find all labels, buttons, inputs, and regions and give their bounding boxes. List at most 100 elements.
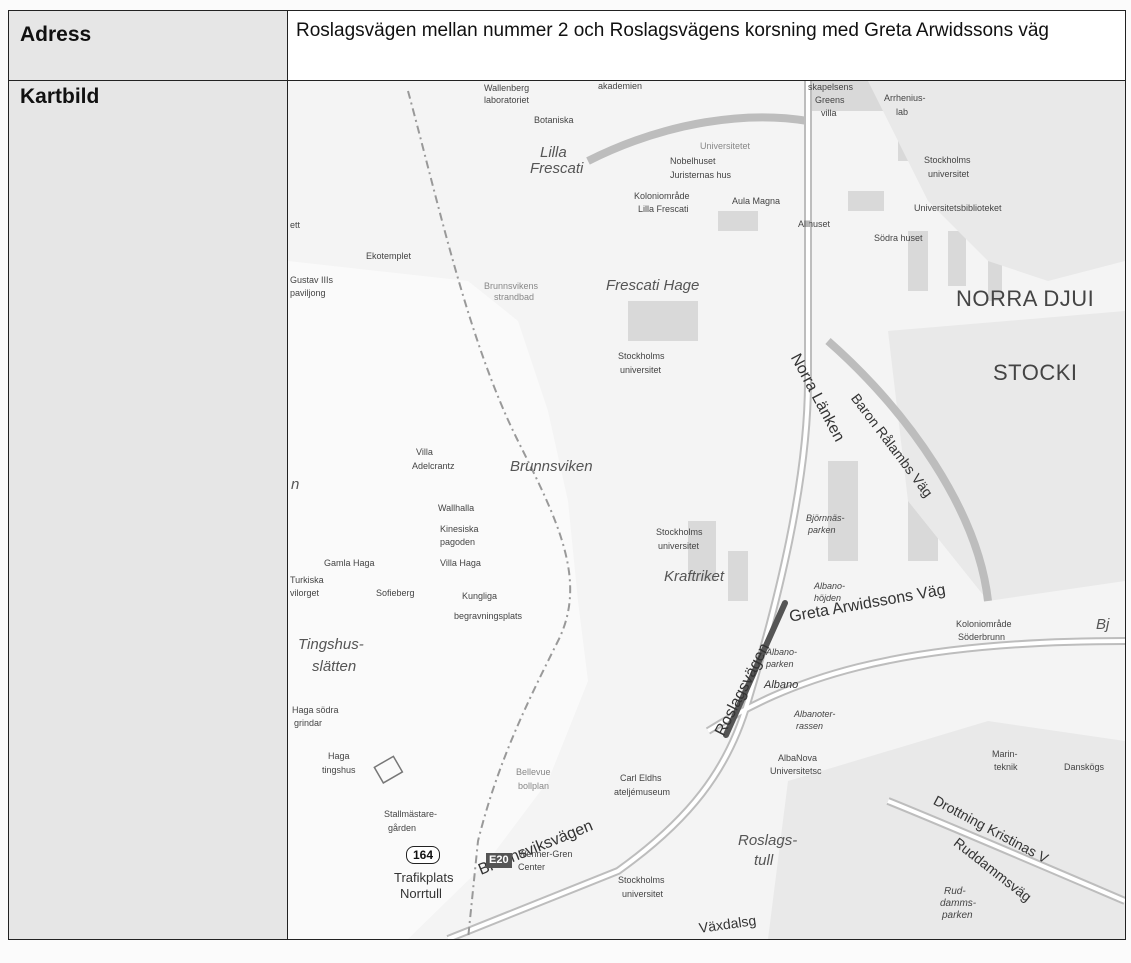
map-label-universitetet: Universitetet [700,141,751,151]
map-label-trafikplats: Trafikplats [394,870,454,885]
map-label-stockholms-1: Stockholms [924,155,971,165]
address-value-cell: Roslagsvägen mellan nummer 2 och Roslags… [287,10,1126,81]
route-e20-shield: E20 [486,853,512,868]
map-label-carl-eldhs: Carl Eldhs [620,773,662,783]
map-label-frescati: Frescati [530,160,584,177]
map-label-albanoparken: Albano- [766,647,798,657]
map-label-universitetsc: Universitetsc [770,766,822,776]
map-label-arrhenius: Arrhenius- [884,93,926,103]
map-label-rud-parken: parken [942,910,973,921]
map-label-bellevue: Bellevue [516,767,551,777]
map-label-marin: Marin- [992,749,1018,759]
map-label-albanoparken-2: parken [766,659,794,669]
map-label-botaniska: Botaniska [534,115,574,125]
map-label-pagoden: pagoden [440,537,476,547]
map-label-tingshus-2: tingshus [322,765,356,775]
map-label-albanohojden: Albano- [814,581,846,591]
map-label-koloniomrade-1: Koloniområde [634,191,690,201]
map-label-center: Center [518,862,546,872]
map-label-universitetsbiblioteket: Universitetsbiblioteket [914,203,1002,213]
map-label-kungliga: Kungliga [462,591,498,601]
map-label-terrassen: rassen [796,721,824,731]
map-label: Kartbild [20,85,100,108]
map-label-aula-magna: Aula Magna [732,196,781,206]
map-label-hojden: höjden [814,593,842,603]
address-info-table: Adress Roslagsvägen mellan nummer 2 och … [8,10,1126,940]
map-label-wallenberg: Wallenberg [484,83,530,93]
map-label-tingshus: Tingshus- [298,636,364,653]
map-label-bjornnas-parken: parken [808,525,836,535]
address-label: Adress [20,23,92,46]
map-label-norra-djur: NORRA DJUI [956,286,1095,311]
map-label-villa-haga: Villa Haga [440,558,481,568]
map-image: Wallenberg laboratoriet akademien skapel… [288,81,1125,939]
map-cell: Wallenberg laboratoriet akademien skapel… [287,80,1126,940]
map-label-roslags: Roslags- [738,832,798,849]
map-label-rud: Rud- [944,886,966,897]
map-label-haga-sodra: Haga södra [292,705,339,715]
map-label-stockholms-4: Stockholms [618,875,665,885]
map-label-albanova: AlbaNova [778,753,818,763]
map-label-skapelsens: skapelsens [808,82,854,92]
map-label-norrtull: Norrtull [400,886,442,901]
map-label-lab: lab [896,107,909,117]
map-label-turkiska: Turkiska [290,575,324,585]
map-label-teknik: teknik [994,762,1018,772]
map-label-stockh: STOCKI [993,360,1078,385]
map-label-haga: Haga [328,751,350,761]
map-label-danskogs: Danskögs [1064,762,1105,772]
map-row: Kartbild [8,80,1126,940]
map-label-villa-adelcrantz: Villa [416,447,433,457]
map-label-allhuset: Allhuset [798,219,831,229]
map-label-akademien: akademien [598,81,643,91]
map-label-greens: Greens [815,95,845,105]
map-label-gustav: Gustav IIIs [290,275,334,285]
map-label-n: n [291,476,300,493]
map-label-tull: tull [754,852,774,869]
map-label-juristernas-hus: Juristernas hus [670,170,732,180]
map-label-brunnsviken: Brunnsviken [510,458,593,475]
map-label-ekotemplet: Ekotemplet [366,251,412,261]
map-label-villa-top: villa [821,108,837,118]
map-label-sodra-huset: Södra huset [874,233,923,243]
address-row: Adress Roslagsvägen mellan nummer 2 och … [8,10,1126,81]
map-label-laboratoriet: laboratoriet [484,95,530,105]
map-label-lilla-frescati: Lilla Frescati [638,204,689,214]
address-value: Roslagsvägen mellan nummer 2 och Roslags… [296,20,1049,41]
map-label-soderbrunn: Söderbrunn [958,632,1006,642]
map-label-wallhalla: Wallhalla [438,503,475,513]
map-label-grindar: grindar [294,718,323,728]
map-label-universitet-1: universitet [928,169,970,179]
map-label-stockholms-2: Stockholms [618,351,665,361]
map-label-bollplan: bollplan [518,781,550,791]
map-label-kraftriket: Kraftriket [664,568,725,585]
map-label-nobelhuset: Nobelhuset [670,156,716,166]
map-label-adelcrantz: Adelcrantz [412,461,455,471]
map-label-damms: damms- [940,898,977,909]
map-label-koloniomrade-2: Koloniområde [956,619,1012,629]
address-label-cell: Adress [8,10,288,81]
map-label-cell: Kartbild [8,80,288,940]
map-label-slatten: slätten [312,658,357,675]
map-label-bj: Bj [1096,616,1110,633]
map-label-atelje: ateljémuseum [614,787,671,797]
map-label-strandbad: strandbad [494,292,535,302]
map-label-stockholms-3: Stockholms [656,527,703,537]
map-label-universitet-4: universitet [622,889,664,899]
map-label-garden: gården [388,823,417,833]
map-label-universitet-2: universitet [620,365,662,375]
map-label-brunnsvikens: Brunnsvikens [484,281,539,291]
map-label-universitet-3: universitet [658,541,700,551]
map-label-ett: ett [290,220,301,230]
map-label-lilla: Lilla [540,144,567,161]
map-label-albano: Albano [764,679,799,691]
map-label-sofieberg: Sofieberg [376,588,415,598]
map-label-frescati-hage: Frescati Hage [606,277,700,294]
map-label-paviljong: paviljong [290,288,326,298]
map-label-wenner-gren: Wenner-Gren [518,849,573,859]
map-label-kinesiska: Kinesiska [440,524,479,534]
map-label-gamla-haga: Gamla Haga [324,558,375,568]
map-label-vilorget: vilorget [290,588,320,598]
map-label-begravningsplats: begravningsplats [454,611,523,621]
map-label-stallmastare: Stallmästare- [384,809,438,819]
